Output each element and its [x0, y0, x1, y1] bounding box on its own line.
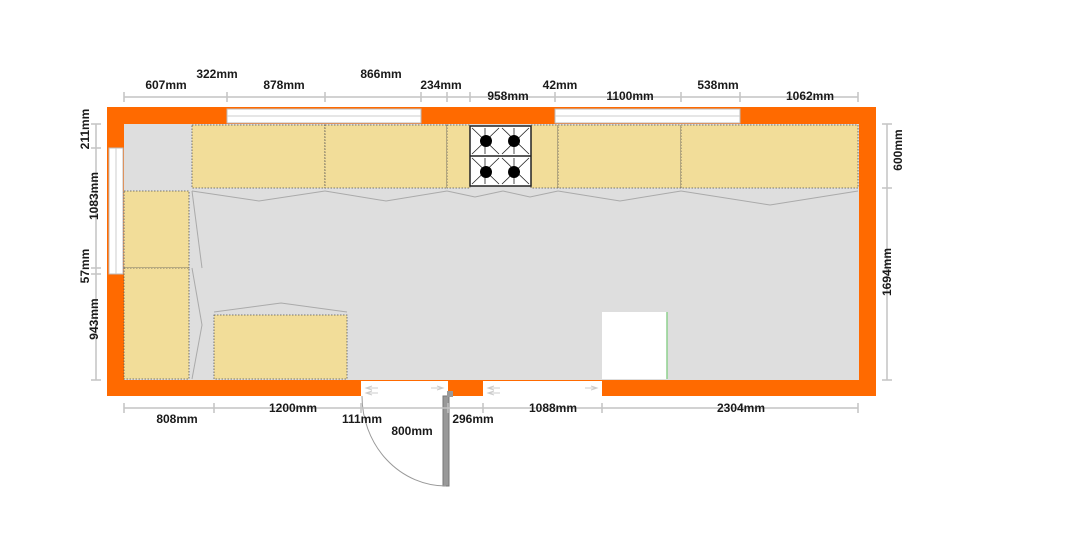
cabinet-top-4 [530, 124, 559, 189]
dim-left-2: 1083mm [87, 172, 101, 220]
cabinet-top-5 [557, 124, 682, 189]
dim-bottom-5: 296mm [452, 412, 493, 426]
cabinet-top-1 [191, 124, 326, 189]
door-swing-marks [191, 190, 859, 380]
windows [108, 108, 741, 275]
dim-top-5: 234mm [420, 78, 461, 92]
dim-top-7: 42mm [543, 78, 578, 92]
dim-bottom-2: 1200mm [269, 401, 317, 415]
dimension-labels: 607mm 322mm 878mm 866mm 234mm 958mm 42mm… [78, 67, 905, 438]
dim-left-4: 943mm [87, 298, 101, 339]
dim-top-10: 1062mm [786, 89, 834, 103]
dim-left-1: 211mm [78, 109, 92, 150]
appliance-space [602, 312, 667, 379]
cabinet-left-2 [123, 267, 190, 380]
dim-left-3: 57mm [78, 249, 92, 284]
dim-bottom-6: 1088mm [529, 401, 577, 415]
dim-top-9: 538mm [697, 78, 738, 92]
wall-openings [361, 381, 602, 397]
stove-top-icon [469, 125, 532, 187]
dim-top-3: 878mm [263, 78, 304, 92]
cabinet-top-3 [446, 124, 471, 189]
cabinet-bottom-island [213, 314, 348, 380]
dimension-lines [91, 92, 892, 413]
dim-right-1: 600mm [891, 129, 905, 170]
dim-top-6: 958mm [487, 89, 528, 103]
dim-top-8: 1100mm [606, 89, 653, 103]
cabinet-top-6 [680, 124, 859, 189]
dim-bottom-1: 808mm [156, 412, 197, 426]
dim-bottom-3: 111mm [342, 412, 382, 426]
opening-bottom-right [483, 381, 602, 397]
cabinet-top-2 [324, 124, 448, 189]
dim-bottom-4: 800mm [391, 424, 432, 438]
cabinet-left-1 [123, 190, 190, 269]
dim-top-1: 607mm [145, 78, 186, 92]
dim-bottom-7: 2304mm [717, 401, 765, 415]
door-swing-icon [361, 391, 453, 487]
dim-top-2: 322mm [196, 67, 237, 81]
dim-right-2: 1694mm [880, 248, 894, 296]
cabinets [123, 124, 859, 380]
dim-top-4: 866mm [360, 67, 401, 81]
door-opening [361, 381, 448, 397]
